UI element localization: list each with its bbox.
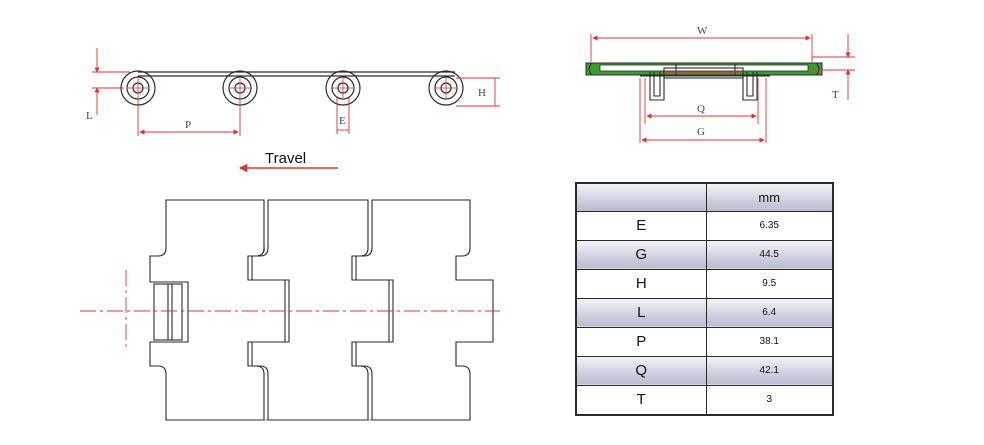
- label-L: L: [86, 110, 93, 122]
- table-row: Q 42.1: [575, 355, 834, 386]
- dim-H: [456, 77, 500, 107]
- param-cell: E: [575, 211, 707, 241]
- dim-L: [92, 48, 130, 115]
- value-cell: 3: [705, 384, 834, 416]
- plan-view: [149, 199, 494, 421]
- dim-T: [812, 34, 855, 100]
- table-header-unit: mm: [705, 182, 834, 212]
- plan-centerline: [80, 270, 500, 350]
- travel-label: Travel: [265, 150, 306, 167]
- front-view: [585, 62, 823, 101]
- param-cell: P: [575, 326, 707, 357]
- dim-P: [137, 98, 241, 136]
- label-P: P: [185, 119, 191, 131]
- label-E: E: [339, 115, 346, 127]
- param-cell: Q: [575, 355, 707, 386]
- value-cell: 44.5: [705, 239, 834, 270]
- param-cell: H: [575, 268, 707, 299]
- hinge-centerlines: [128, 78, 456, 98]
- table-row: L 6.4: [575, 297, 834, 328]
- travel-indicator: Travel: [238, 150, 338, 173]
- value-cell: 6.4: [705, 297, 834, 328]
- table-row: G 44.5: [575, 239, 834, 270]
- side-view: [120, 70, 464, 106]
- value-cell: 42.1: [705, 355, 834, 386]
- table-header-row: mm: [575, 182, 834, 212]
- label-H: H: [478, 87, 486, 99]
- label-G: G: [697, 126, 705, 138]
- value-cell: 6.35: [705, 211, 834, 241]
- value-cell: 38.1: [705, 326, 834, 357]
- label-W: W: [697, 25, 708, 37]
- dim-E: [336, 98, 350, 134]
- dim-W: [590, 34, 813, 62]
- table-row: P 38.1: [575, 326, 834, 357]
- dim-Q: [644, 78, 759, 124]
- param-cell: L: [575, 297, 707, 328]
- label-T: T: [832, 89, 839, 101]
- label-Q: Q: [697, 103, 705, 115]
- param-cell: G: [575, 239, 707, 270]
- dimension-table: mm E 6.35 G 44.5 H 9.5 L 6.4 P 38.1 Q 42…: [575, 182, 834, 416]
- table-row: E 6.35: [575, 211, 834, 241]
- table-header-empty: [575, 182, 707, 212]
- value-cell: 9.5: [705, 268, 834, 299]
- dim-G: [639, 78, 767, 143]
- table-row: T 3: [575, 384, 834, 416]
- param-cell: T: [575, 384, 707, 416]
- table-row: H 9.5: [575, 268, 834, 299]
